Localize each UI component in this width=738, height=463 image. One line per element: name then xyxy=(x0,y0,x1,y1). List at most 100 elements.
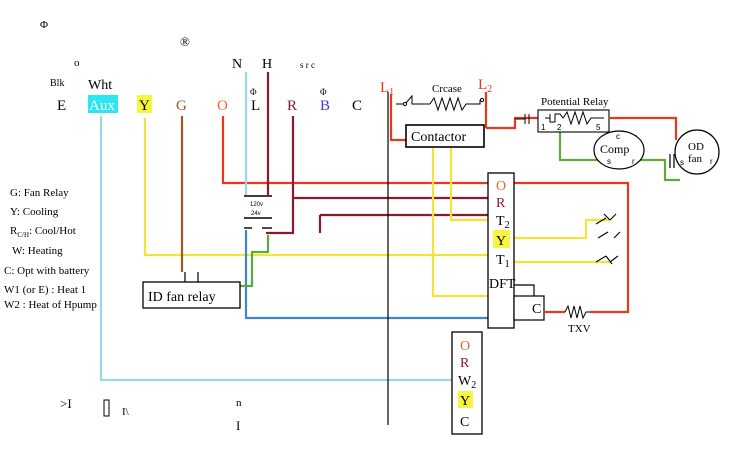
l1-label: L1 xyxy=(380,80,394,98)
od-fan-r: r xyxy=(710,157,713,166)
id-fan-relay-label: ID fan relay xyxy=(148,290,216,305)
bottom-mark-1: >I xyxy=(60,396,72,411)
od-fan-s: s xyxy=(680,158,684,167)
terminal-o: O xyxy=(217,98,228,114)
id-fan-relay-box: ID fan relay xyxy=(142,272,241,309)
bottom-y: Y xyxy=(460,394,470,409)
bottom-y-highlight xyxy=(458,391,473,408)
txv-label: TXV xyxy=(568,323,591,335)
wire-r-darkred xyxy=(266,116,295,235)
wire-dft-y-out xyxy=(512,218,610,240)
potential-relay-pin-5: 5 xyxy=(596,123,601,132)
terminal-b: B xyxy=(320,98,330,114)
dft-y: Y xyxy=(496,234,506,249)
legend-line-w: W: Heating xyxy=(12,245,63,257)
wht-label: Wht xyxy=(88,78,112,93)
src-label: s r c xyxy=(300,60,315,70)
dft-c-terminal: C xyxy=(532,302,541,317)
top-symbols: Φ o ® s r c Φ Φ xyxy=(40,19,327,97)
bottom-mark-3: n xyxy=(236,397,242,409)
fan-switches xyxy=(595,213,621,265)
wire-dft-c xyxy=(512,284,535,296)
bottom-mark-4: I xyxy=(236,418,240,433)
legend-line-g: G: Fan Relay xyxy=(10,187,69,199)
wire-red-odfan xyxy=(610,116,678,140)
o-mark: o xyxy=(74,57,80,69)
wire-green-idfan xyxy=(240,235,270,288)
terminal-header: Blk Wht N H L1 L2 Crcase xyxy=(50,57,492,98)
potential-relay: Potential Relay 1 2 5 xyxy=(515,96,610,133)
wire-contactor-yellow-2 xyxy=(449,148,490,222)
aux-highlight xyxy=(88,95,118,113)
transformer: 120v 24v xyxy=(244,195,272,229)
l2-label: L2 xyxy=(478,77,492,95)
h-label: H xyxy=(262,57,272,72)
blk-label: Blk xyxy=(50,78,64,89)
bottom-o: O xyxy=(460,339,470,354)
bottom-mark-rect xyxy=(103,399,110,417)
dft-board: O R T2 Y T1 DFT C xyxy=(487,172,545,329)
od-fan: OD fan s r xyxy=(669,129,720,175)
transformer-24v: 24v xyxy=(251,211,261,217)
comp-label: Comp xyxy=(600,142,629,156)
phi-symbol-1: Φ xyxy=(40,19,48,31)
transformer-120v: 120v xyxy=(250,202,263,208)
wire-o-red xyxy=(221,116,490,185)
legend-line-w2: W2 : Heat of Hpump xyxy=(4,299,97,311)
potential-relay-pin-1: 1 xyxy=(541,123,546,132)
wire-red-potrelay xyxy=(486,116,540,130)
wire-o-red-right xyxy=(514,181,630,314)
terminal-c: C xyxy=(352,98,362,114)
legend-line-rch: RC/H: Cool/Hot xyxy=(10,225,76,239)
bottom-board: O R W2 Y C xyxy=(451,331,483,435)
n-label: N xyxy=(232,57,242,72)
wire-aux-cyan xyxy=(99,116,454,382)
bottom-w2: W2 xyxy=(458,374,476,391)
terminal-r: R xyxy=(287,98,297,114)
dft-o: O xyxy=(496,179,506,194)
bottom-mark-2: I\ xyxy=(122,406,130,418)
comp-s: s xyxy=(607,157,611,166)
comp-r: r xyxy=(632,157,635,166)
phi-symbol-2: Φ xyxy=(320,87,327,97)
od-fan-label-bottom: fan xyxy=(688,153,703,165)
txv: TXV xyxy=(564,304,591,335)
wire-y-yellow xyxy=(143,118,490,257)
crcase-heater xyxy=(396,94,485,112)
crcase-label: Crcase xyxy=(432,83,462,95)
phi-symbol-3: Φ xyxy=(250,87,257,97)
terminal-l: L xyxy=(251,98,260,114)
bottom-marks: >I I\ n I xyxy=(60,396,242,433)
dft-t2: T2 xyxy=(496,214,510,231)
terminal-y: Y xyxy=(139,98,150,114)
terminal-row: E Aux Y G O L R B C xyxy=(57,98,362,114)
dft-t1: T1 xyxy=(496,253,510,270)
wire-green-od xyxy=(640,158,680,182)
dft-label: DFT xyxy=(489,277,516,292)
od-fan-label-top: OD xyxy=(688,141,704,153)
bottom-r: R xyxy=(460,356,470,371)
legend-line-w1: W1 (or E) : Heat 1 xyxy=(4,284,86,296)
wire-green-comp xyxy=(558,130,600,162)
dft-y-highlight xyxy=(493,230,510,248)
legend-line-c: C: Opt with battery xyxy=(4,265,90,277)
legend-line-y: Y: Cooling xyxy=(10,206,59,218)
wire-b-blue xyxy=(244,230,490,320)
potential-relay-label: Potential Relay xyxy=(541,96,609,108)
registered-mark: ® xyxy=(180,34,190,49)
potential-relay-pin-2: 2 xyxy=(557,123,562,132)
wires xyxy=(99,72,680,382)
wire-l1-red xyxy=(389,94,406,142)
terminal-e: E xyxy=(57,98,66,114)
terminal-aux: Aux xyxy=(89,98,115,114)
compressor: Comp c s r xyxy=(593,130,645,170)
y-highlight xyxy=(137,95,152,113)
terminal-g: G xyxy=(176,98,187,114)
legend: G: Fan Relay Y: Cooling RC/H: Cool/Hot W… xyxy=(4,187,97,311)
wire-contactor-yellow xyxy=(431,148,490,298)
contactor-label: Contactor xyxy=(411,130,467,145)
comp-c: c xyxy=(616,132,620,141)
dft-r: R xyxy=(496,196,506,211)
